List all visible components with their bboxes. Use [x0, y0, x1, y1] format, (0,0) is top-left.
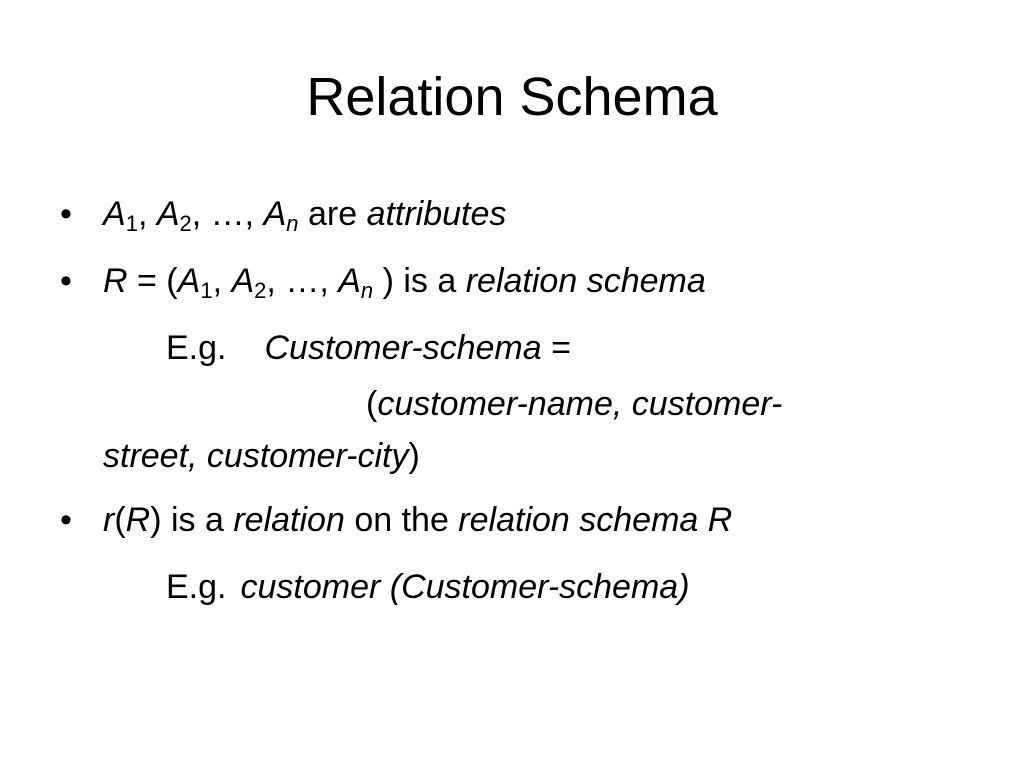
separator: , — [212, 262, 232, 300]
term-relation: relation — [233, 501, 345, 539]
text: ( — [366, 385, 378, 423]
attr-an: A — [263, 195, 287, 233]
schema-r: R — [103, 262, 128, 300]
text: ) is a — [373, 262, 466, 300]
attr-an-sub: n — [286, 211, 299, 236]
attr-an-sub: n — [360, 278, 374, 303]
text: ) — [408, 437, 420, 475]
term-attributes: attributes — [366, 195, 507, 233]
text: ) — [150, 501, 162, 539]
example-schema-attrs-cont: street, customer-city — [103, 437, 409, 475]
separator: , …, — [191, 195, 264, 233]
attr-a2: A — [231, 262, 255, 300]
attr-a1: A — [103, 195, 126, 233]
separator: , — [137, 195, 157, 233]
slide-title: Relation Schema — [306, 67, 718, 127]
bullet-relation-schema: R = (A1, A2, …, An ) is a relation schem… — [103, 261, 706, 303]
text: is a — [161, 501, 234, 539]
text: on the — [344, 501, 459, 539]
bullet-relation: r(R) is a relation on the relation schem… — [103, 500, 732, 540]
separator: , …, — [266, 262, 339, 300]
attr-an: A — [338, 262, 361, 300]
text: = ( — [127, 262, 178, 300]
bullet-marker: • — [60, 262, 72, 300]
text: = — [541, 329, 571, 367]
bullet-marker: • — [60, 195, 72, 233]
example-schema-line2: (customer-name, customer- — [366, 384, 782, 424]
eg-label: E.g. — [166, 568, 227, 606]
text: ( — [114, 501, 126, 539]
bullet-attributes: A1, A2, …, An are attributes — [103, 194, 507, 236]
example-schema-line1: E.g. Customer-schema = — [166, 328, 571, 368]
bullet-marker: • — [60, 501, 72, 539]
example-schema-name: Customer-schema — [264, 329, 542, 367]
relation-r: r — [103, 501, 115, 539]
attr-a1-sub: 1 — [200, 278, 213, 303]
attr-a1-sub: 1 — [125, 211, 138, 236]
term-relation-schema-r: relation schema R — [458, 501, 733, 539]
schema-r: R — [125, 501, 151, 539]
example-schema-attrs: customer-name, customer- — [377, 385, 783, 423]
example-relation-value: customer (Customer-schema) — [240, 568, 690, 606]
eg-label: E.g. — [166, 329, 227, 367]
text: are — [298, 195, 367, 233]
example-schema-line3: street, customer-city) — [103, 436, 420, 476]
example-relation: E.g. customer (Customer-schema) — [166, 567, 690, 607]
attr-a2-sub: 2 — [179, 211, 192, 236]
term-relation-schema: relation schema — [465, 262, 706, 300]
attr-a1: A — [177, 262, 201, 300]
attr-a2-sub: 2 — [254, 278, 267, 303]
attr-a2: A — [156, 195, 180, 233]
